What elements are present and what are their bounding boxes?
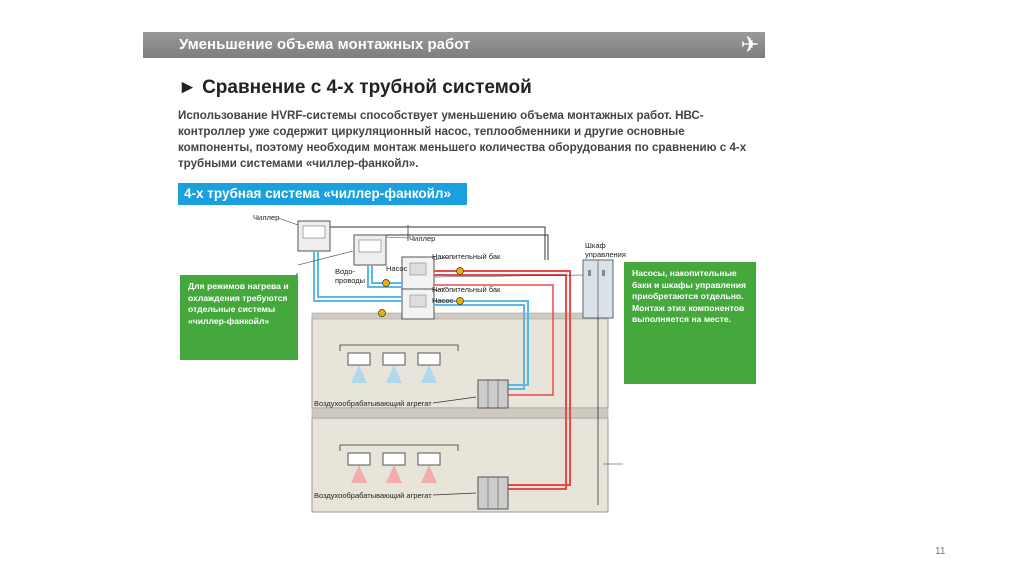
fan-coils-upper xyxy=(339,344,459,383)
control-cabinet xyxy=(582,259,614,319)
description: Использование HVRF-системы способствует … xyxy=(178,109,747,170)
pump-2 xyxy=(456,297,464,305)
label-water-pipes: Водо- проводы xyxy=(335,267,366,285)
label-ahu-upper: Воздухообрабатывающий агрегат xyxy=(314,399,432,408)
label-pump-2: Насос xyxy=(432,296,454,305)
label-chiller-2: Чиллер xyxy=(409,234,436,243)
system-diagram xyxy=(277,217,623,513)
label-pump-1: Насос xyxy=(386,264,408,273)
label-chiller-1: Чиллер xyxy=(253,213,280,222)
mitsubishi-logo-icon: ✈ xyxy=(740,32,759,57)
header-bar: Уменьшение объема монтажных работ ✈ xyxy=(143,32,765,58)
chiller-2 xyxy=(353,234,387,266)
callout-left: Для режимов нагрева и охлаждения требуют… xyxy=(180,275,298,360)
label-tank-2: Накопительный бак xyxy=(432,285,501,294)
pump-1 xyxy=(456,267,464,275)
section-title: ► Сравнение с 4-х трубной системой xyxy=(178,77,532,98)
sub-banner: 4-х трубная система «чиллер-фанкойл» xyxy=(178,183,467,205)
label-ahu-lower: Воздухообрабатывающий агрегат xyxy=(314,491,432,500)
label-tank-1: Накопительный бак xyxy=(432,252,501,261)
ahu-lower xyxy=(477,476,509,510)
fan-coils-lower xyxy=(339,444,459,483)
storage-tank-1 xyxy=(401,256,435,290)
chiller-1 xyxy=(297,220,331,252)
ahu-upper xyxy=(477,379,509,409)
callout-right: Насосы, накопительные баки и шкафы управ… xyxy=(624,262,756,384)
page-number: 11 xyxy=(935,546,946,557)
pump-2b xyxy=(378,309,386,317)
header-title: Уменьшение объема монтажных работ xyxy=(179,36,471,53)
sub-banner-label: 4-х трубная система «чиллер-фанкойл» xyxy=(184,186,451,201)
pump-1b xyxy=(382,279,390,287)
storage-tank-2 xyxy=(401,288,435,320)
label-cabinet: Шкаф управления xyxy=(585,241,626,259)
